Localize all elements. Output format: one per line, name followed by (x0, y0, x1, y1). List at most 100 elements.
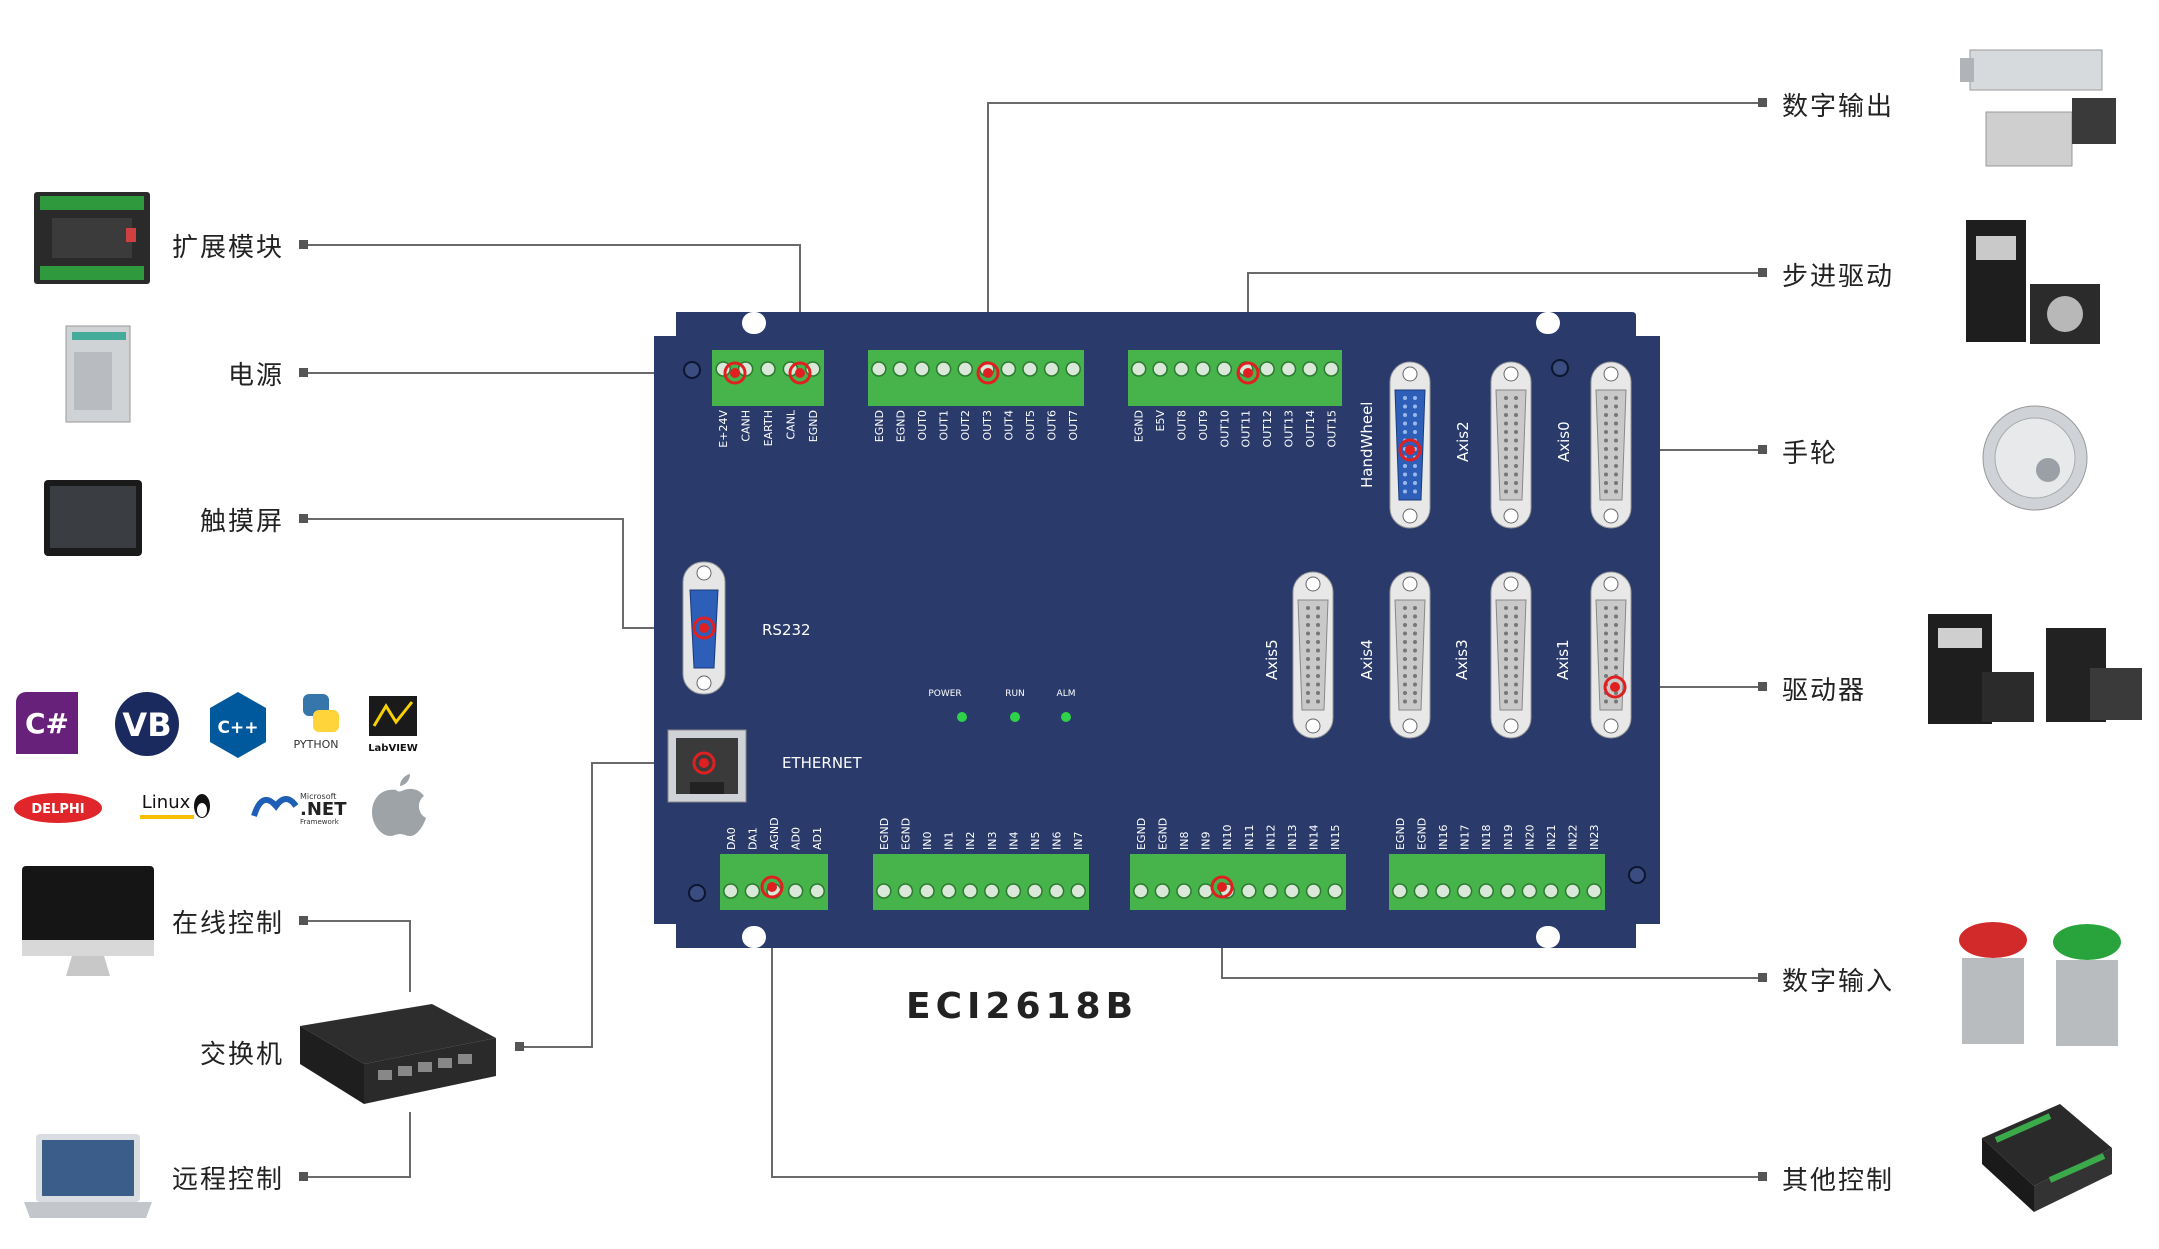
terminal-pin-label: E5V (1154, 410, 1167, 432)
terminal-pin-label: IN10 (1221, 825, 1234, 850)
hotspot-dot (730, 368, 740, 378)
line-switch (520, 762, 700, 1048)
hotspot-dot (1243, 368, 1253, 378)
axis5-connector (1292, 571, 1334, 739)
svg-text:PYTHON: PYTHON (294, 738, 339, 751)
status-leds: POWER RUN ALM (928, 689, 1075, 722)
terminal-pin-label: EGND (1394, 818, 1407, 850)
stepper-drive-image (1966, 220, 2100, 344)
terminal-pin-label: OUT12 (1261, 410, 1274, 447)
label-handwheel: 手轮 (1782, 439, 1839, 469)
terminal-screw (723, 883, 739, 899)
axis0-label: Axis0 (1555, 421, 1573, 462)
terminal-pin-label: OUT7 (1067, 410, 1080, 440)
plc-image (1982, 1104, 2112, 1212)
terminal-pin-label: OUT9 (1197, 410, 1210, 440)
terminal-screw (1478, 883, 1494, 899)
terminal-pin-label: OUT1 (938, 410, 951, 440)
terminal-screw (1065, 361, 1081, 377)
axis2-connector (1490, 361, 1532, 529)
hotspot-dot (767, 882, 777, 892)
hotspot-ring (1210, 875, 1234, 899)
terminal-pin-label: IN7 (1072, 832, 1085, 850)
terminal-pin-label: EGND (873, 410, 886, 442)
screws (683, 359, 1646, 902)
terminal-pin-label: E+24V (717, 410, 730, 448)
terminal-pin-label: IN16 (1437, 825, 1450, 850)
linux-logo: Linux (140, 792, 210, 819)
terminal-pin-label: OUT11 (1240, 410, 1253, 447)
terminal-screw (1195, 361, 1211, 377)
hotspot-ring (1398, 438, 1422, 462)
axis1-label: Axis1 (1554, 639, 1572, 680)
hotspot-ring (1603, 675, 1627, 699)
terminal-screw (940, 883, 957, 899)
hotspot-dot (1405, 445, 1415, 455)
hotspot-dot (795, 368, 805, 378)
hotspot-dot (983, 368, 993, 378)
terminal-pin-label: OUT10 (1218, 410, 1231, 447)
terminal-pin-label: IN11 (1243, 825, 1256, 850)
pneumatic-valve-image (1960, 49, 2116, 167)
terminal-screw (1327, 883, 1343, 899)
terminal-screw (1197, 883, 1214, 899)
terminal-screw (1259, 361, 1275, 377)
terminal-pin-label: IN15 (1329, 825, 1342, 850)
terminal-pin-label: OUT2 (959, 410, 972, 440)
terminal-pin-label: IN8 (1178, 832, 1191, 850)
terminal-screw (1280, 361, 1297, 377)
monitor-image (22, 866, 154, 976)
terminal-screw (919, 883, 935, 899)
led-label-run: RUN (1005, 689, 1025, 699)
svg-text:C++: C++ (218, 718, 259, 738)
terminal-pin-label: EGND (899, 818, 912, 850)
terminal-pin-label: IN12 (1264, 825, 1277, 850)
terminal-pin-label: AGND (768, 817, 781, 850)
terminal-screw (1022, 361, 1038, 377)
terminal-pin-label: EGND (894, 410, 907, 442)
terminal-screw (1048, 883, 1065, 899)
terminal-screw (892, 361, 909, 377)
terminal-screw (897, 883, 914, 899)
terminal-pin-label: OUT8 (1176, 410, 1189, 440)
label-digital-output: 数字输出 (1782, 92, 1895, 122)
terminal-pin-label: IN0 (921, 832, 934, 850)
db-connectors (1292, 361, 1632, 739)
hotspot-ring (723, 361, 747, 385)
terminal-pin-label: IN18 (1480, 825, 1493, 850)
svg-text:VB: VB (122, 706, 171, 744)
handwheel-image (1982, 405, 2088, 511)
terminal-pin-label: EARTH (762, 410, 775, 446)
line-end-squares (299, 98, 1767, 1181)
apple-logo (372, 774, 426, 836)
hotspot-ring (760, 875, 784, 899)
terminal-pin-label: IN3 (986, 832, 999, 850)
led-alm (1061, 712, 1071, 722)
terminal-screw (1262, 883, 1279, 899)
label-online-control: 在线控制 (171, 909, 284, 939)
led-power (957, 712, 967, 722)
terminal-pin-label: OUT0 (916, 410, 929, 440)
label-stepper-drive: 步进驱动 (1782, 262, 1895, 292)
vb-logo: VB (115, 692, 179, 756)
hotspot-dot (1610, 682, 1620, 692)
svg-text:DELPHI: DELPHI (31, 802, 84, 817)
axis3-connector (1490, 571, 1532, 739)
software-logos: C# VB C++ PYTHON LabVIEW DELPHI Linux (14, 692, 426, 836)
terminal-pin-label: DA0 (725, 827, 738, 850)
label-driver: 驱动器 (1782, 676, 1867, 706)
hotspot-dot (699, 758, 709, 768)
servo-driver-image (1928, 614, 2142, 724)
terminal-screw (1173, 361, 1190, 377)
terminal-screw (1302, 361, 1318, 377)
terminal-pin-label: AD0 (790, 827, 803, 850)
hotspot-ring (692, 616, 716, 640)
board-model-title: ECI2618B (906, 986, 1138, 1027)
terminal-pin-label: IN21 (1545, 825, 1558, 850)
terminal-pin-label: EGND (1156, 818, 1169, 850)
line-other-control (771, 890, 1763, 1178)
dotnet-logo: Microsoft .NET Framework (251, 792, 347, 826)
terminal-screw (1323, 361, 1340, 377)
label-digital-input: 数字输入 (1782, 967, 1895, 997)
terminal-pin-label: EGND (1415, 818, 1428, 850)
